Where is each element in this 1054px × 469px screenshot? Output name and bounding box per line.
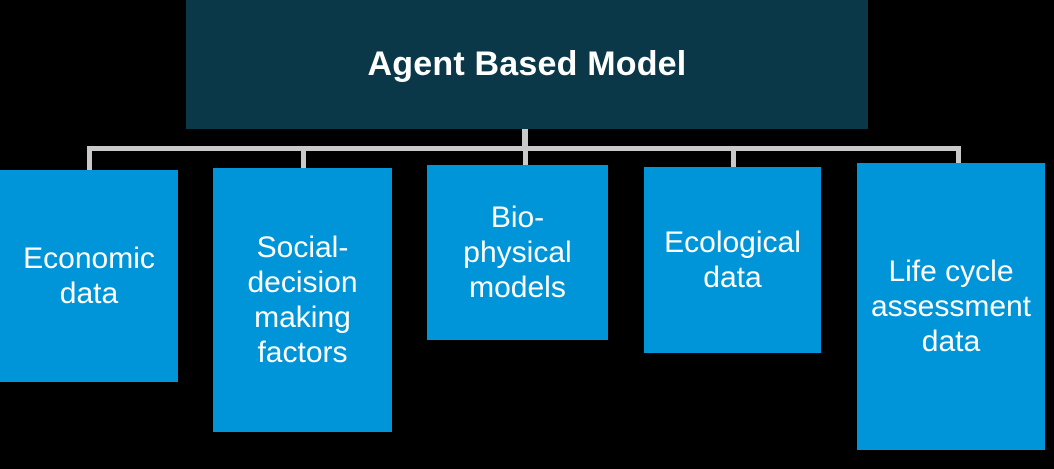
node-label-life-cycle-assessment-data: Life cycle assessment data xyxy=(870,254,1032,359)
node-economic-data[interactable]: Economic data xyxy=(0,170,178,382)
node-label-economic-data: Economic data xyxy=(23,241,155,310)
connector-root-stub xyxy=(522,129,528,148)
connector-drop-1 xyxy=(87,150,92,172)
connector-drop-3 xyxy=(523,150,528,167)
node-bio-physical-models[interactable]: Bio- physical models xyxy=(427,165,608,340)
node-label-social-decision-making-factors: Social- decision making factors xyxy=(247,230,358,370)
node-life-cycle-assessment-data[interactable]: Life cycle assessment data xyxy=(857,163,1045,450)
node-label-root: Agent Based Model xyxy=(367,44,687,83)
node-agent-based-model[interactable]: Agent Based Model xyxy=(186,0,868,129)
connector-drop-4 xyxy=(731,150,736,169)
node-ecological-data[interactable]: Ecological data xyxy=(644,167,821,353)
connector-horizontal-bus xyxy=(87,146,961,151)
connector-drop-5 xyxy=(956,150,961,165)
node-social-decision-making-factors[interactable]: Social- decision making factors xyxy=(213,168,392,432)
connector-drop-2 xyxy=(301,150,306,170)
node-label-ecological-data: Ecological data xyxy=(664,225,801,294)
node-label-bio-physical-models: Bio- physical models xyxy=(463,200,572,305)
